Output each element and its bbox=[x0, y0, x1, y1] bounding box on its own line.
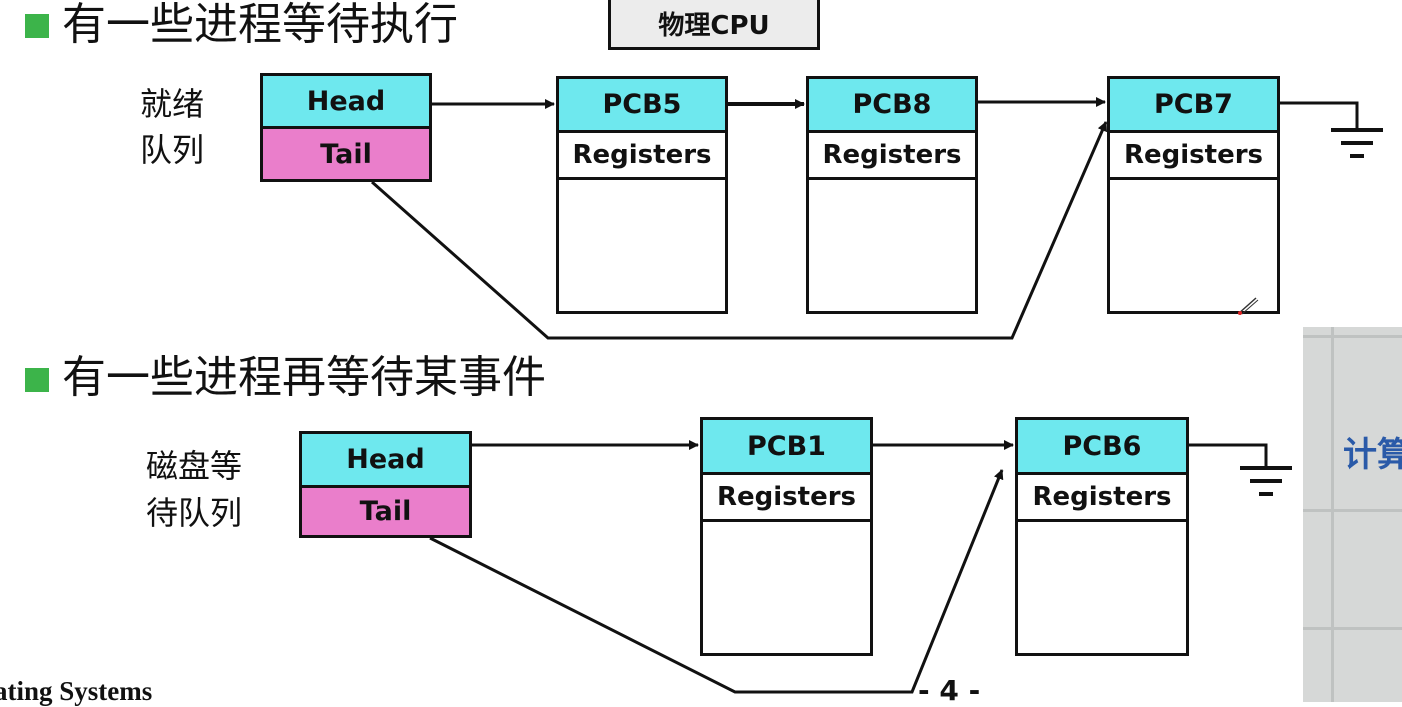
pcb5-body bbox=[556, 177, 728, 314]
bullet-square-2 bbox=[25, 368, 49, 392]
pcb1-registers: Registers bbox=[700, 472, 873, 522]
physical-cpu-box: 物理CPU bbox=[608, 0, 820, 50]
pcb6-name: PCB6 bbox=[1015, 417, 1189, 475]
video-overlay-photo: 计算 bbox=[1303, 327, 1402, 702]
pcb8-body bbox=[806, 177, 978, 314]
ready-queue-label-2: 队列 bbox=[140, 131, 205, 169]
footer-course-title: ating Systems bbox=[0, 676, 153, 706]
disk-queue-label-1: 磁盘等 bbox=[146, 447, 243, 485]
bullet-square-1 bbox=[25, 14, 49, 38]
pcb6-null-line bbox=[1189, 443, 1268, 466]
ground-symbol-icon bbox=[1240, 466, 1292, 496]
pcb6-registers: Registers bbox=[1015, 472, 1189, 522]
pcb1-name: PCB1 bbox=[700, 417, 873, 475]
arrow-tail-to-pcb7 bbox=[371, 121, 1108, 340]
pcb7-body bbox=[1107, 177, 1280, 314]
photo-caption: 计算 bbox=[1343, 435, 1402, 475]
ground-symbol-icon bbox=[1331, 128, 1383, 158]
pcb6-body bbox=[1015, 519, 1189, 656]
ready-queue-tail: Tail bbox=[260, 126, 432, 182]
arrow-tail-to-pcb6 bbox=[429, 469, 1004, 694]
disk-queue-tail: Tail bbox=[299, 485, 472, 538]
footer-page-number: - 4 - bbox=[918, 674, 981, 707]
pcb1-body bbox=[700, 519, 873, 656]
disk-queue-label-2: 待队列 bbox=[146, 494, 243, 532]
ready-queue-label-1: 就绪 bbox=[140, 85, 205, 123]
bullet-text-1: 有一些进程等待执行 bbox=[62, 0, 458, 50]
bullet-text-2: 有一些进程再等待某事件 bbox=[62, 352, 546, 403]
pen-cursor-icon bbox=[1237, 297, 1259, 315]
pcb7-name: PCB7 bbox=[1107, 76, 1280, 133]
pcb7-null-line bbox=[1280, 101, 1359, 128]
